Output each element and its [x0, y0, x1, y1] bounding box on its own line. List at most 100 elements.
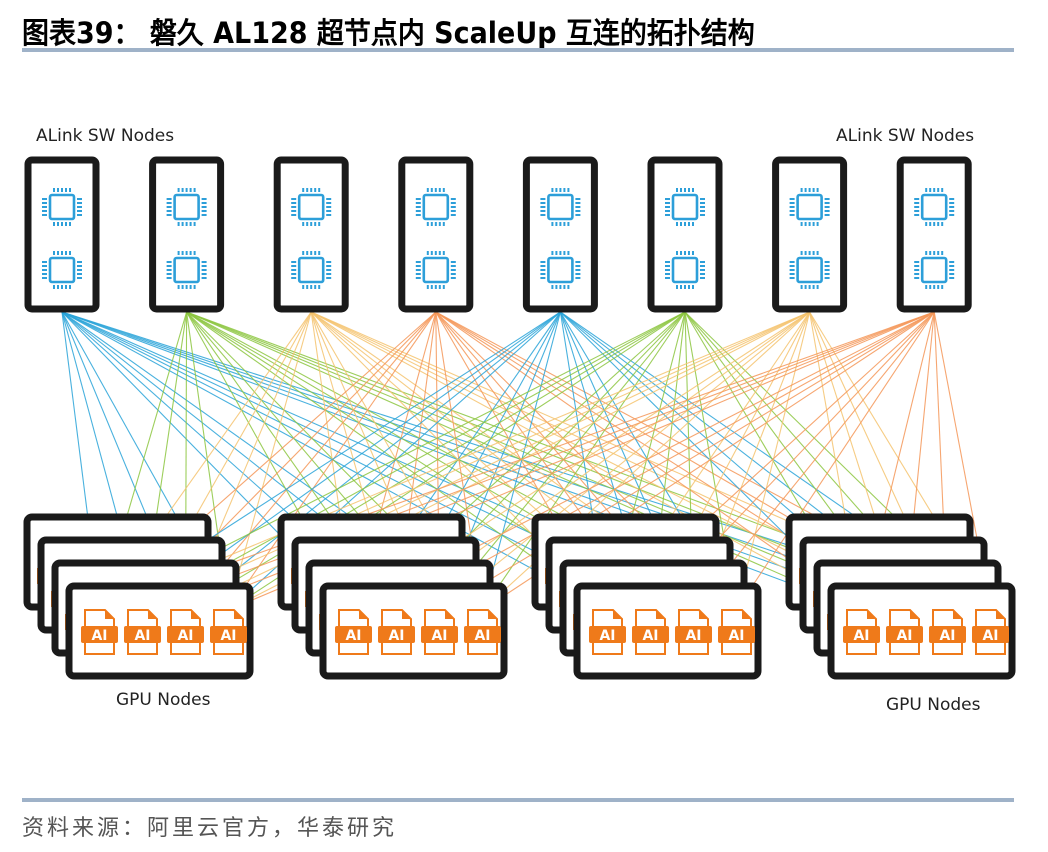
ai-chip: AI	[81, 609, 118, 655]
switch-frame	[149, 156, 225, 313]
switch-node-1	[24, 156, 100, 313]
gpu-group-3: AI AI AI AI	[531, 513, 762, 680]
switch-frame	[273, 156, 349, 313]
ai-chip-label: AI	[431, 628, 447, 644]
ai-chip-label: AI	[853, 628, 869, 644]
chip-icon	[789, 188, 830, 226]
chip-icon	[914, 251, 955, 289]
ai-chip: AI	[167, 609, 204, 655]
chip-icon	[665, 188, 705, 226]
link-line	[99, 311, 935, 611]
ai-chip-label: AI	[642, 628, 658, 644]
switch-node-8	[896, 156, 972, 313]
ai-chip: AI	[378, 609, 415, 655]
ai-chip-fold	[613, 610, 622, 619]
link-line	[439, 311, 810, 611]
chip-icon	[291, 251, 332, 289]
link-line	[482, 311, 686, 611]
ai-chip: AI	[886, 609, 923, 655]
gpu-node: AI AI AI AI	[573, 582, 762, 680]
chip-icon	[42, 251, 82, 289]
ai-chip-band	[210, 626, 247, 643]
ai-chip-label: AI	[939, 628, 955, 644]
ai-chip-fold	[402, 610, 411, 619]
switch-node-5	[522, 156, 598, 313]
ai-chip-fold	[910, 610, 919, 619]
ai-chip-label: AI	[982, 628, 998, 644]
link-line	[61, 311, 905, 611]
switch-node-6	[647, 156, 723, 313]
gpu-label-right: GPU Nodes	[886, 695, 981, 715]
link-line	[227, 311, 312, 611]
ai-chip-label: AI	[388, 628, 404, 644]
gpu-label-left: GPU Nodes	[116, 690, 211, 710]
link-line	[735, 311, 811, 611]
switch-node-2	[149, 156, 225, 313]
switch-label-left: ALink SW Nodes	[36, 126, 174, 146]
link-line	[142, 311, 810, 611]
chip-icon	[914, 188, 955, 226]
ai-chip-label: AI	[177, 628, 193, 644]
gpu-group-2: AI AI AI AI	[277, 513, 508, 680]
ai-chip-label: AI	[685, 628, 701, 644]
chip-icon	[166, 251, 207, 289]
link-line	[185, 311, 686, 611]
ai-chip-fold	[867, 610, 876, 619]
ai-chip-band	[929, 626, 966, 643]
chip-icon	[789, 251, 830, 289]
ai-chip: AI	[464, 609, 501, 655]
ai-chip-band	[675, 626, 712, 643]
chip-icon	[415, 251, 456, 289]
ai-chip: AI	[124, 609, 161, 655]
ai-chip-label: AI	[345, 628, 361, 644]
chip-icon	[540, 188, 581, 226]
link-line	[228, 311, 437, 611]
source-rule	[22, 798, 1014, 802]
figure-title: 图表39： 磐久 AL128 超节点内 ScaleUp 互连的拓扑结构	[22, 16, 755, 50]
ai-chip-band	[464, 626, 501, 643]
ai-chip-fold	[742, 610, 751, 619]
link-line	[736, 311, 935, 611]
ai-chip: AI	[632, 609, 669, 655]
switch-frame	[522, 156, 598, 313]
ai-chip-band	[421, 626, 458, 643]
ai-chip-label: AI	[91, 628, 107, 644]
ai-chip-band	[378, 626, 415, 643]
ai-chip-band	[81, 626, 118, 643]
ai-chip-label: AI	[728, 628, 744, 644]
ai-chip-fold	[488, 610, 497, 619]
gpu-group-4: AI AI AI AI	[785, 513, 1016, 680]
link-line	[481, 311, 561, 611]
ai-chip-fold	[996, 610, 1005, 619]
chip-icon	[42, 188, 82, 226]
ai-chip-label: AI	[599, 628, 615, 644]
ai-chip-band	[718, 626, 755, 643]
switch-node-7	[772, 156, 848, 313]
ai-chip-fold	[148, 610, 157, 619]
ai-chip-band	[972, 626, 1009, 643]
ai-chip: AI	[589, 609, 626, 655]
ai-chip-fold	[656, 610, 665, 619]
ai-chip: AI	[929, 609, 966, 655]
ai-chip-fold	[699, 610, 708, 619]
switch-frame	[398, 156, 474, 313]
chip-icon	[540, 251, 581, 289]
title-rule	[22, 48, 1014, 52]
ai-chip-band	[167, 626, 204, 643]
switch-frame	[647, 156, 723, 313]
chip-icon	[291, 188, 332, 226]
ai-chip-fold	[445, 610, 454, 619]
ai-chip-label: AI	[474, 628, 490, 644]
chip-icon	[166, 188, 207, 226]
chip-icon	[415, 188, 456, 226]
ai-chip-label: AI	[896, 628, 912, 644]
ai-chip: AI	[972, 609, 1009, 655]
ai-chip: AI	[335, 609, 372, 655]
switch-frame	[896, 156, 972, 313]
link-line	[439, 311, 935, 611]
ai-chip-band	[124, 626, 161, 643]
ai-chip-fold	[191, 610, 200, 619]
switch-node-3	[273, 156, 349, 313]
